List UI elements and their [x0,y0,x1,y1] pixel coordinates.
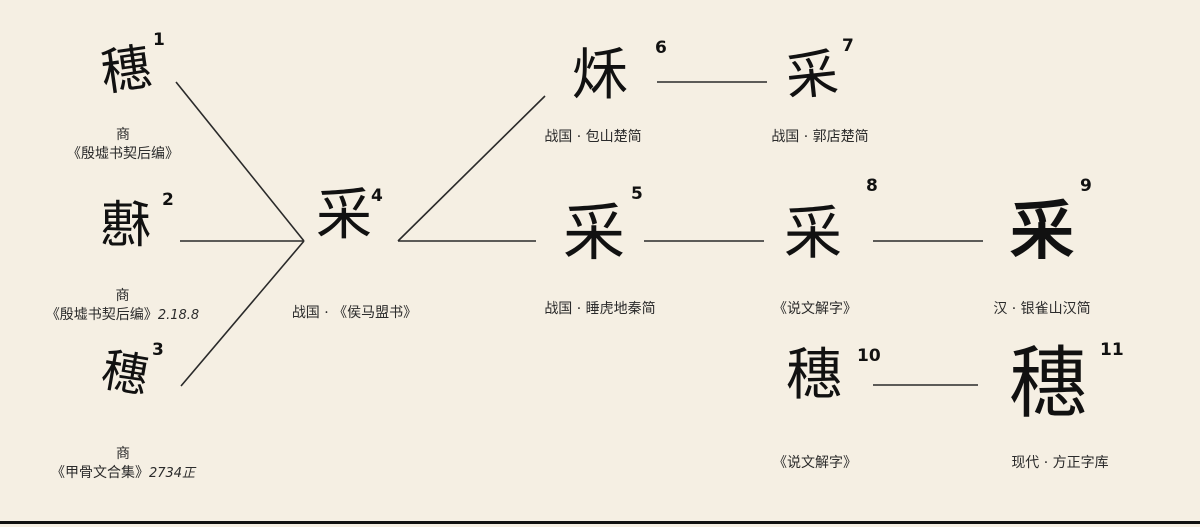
caption-3-source: 《甲骨文合集》2734正 [28,464,218,483]
edge-3-4 [180,240,305,387]
caption-3-period: 商 [116,446,130,462]
glyph-2: 穗 [101,196,151,254]
caption-2-source: 《殷墟书契后编》2.18.8 [20,306,225,325]
caption-3-source-title: 《甲骨文合集》 [50,465,149,481]
node-number-11: 11 [1100,340,1124,360]
caption-1-source-title: 《殷墟书契后编》 [67,146,179,162]
node-number-7: 7 [842,36,854,56]
glyph-9: 采 [1010,194,1074,269]
glyph-11: 穗 [1008,339,1087,429]
node-number-5: 5 [631,184,643,204]
node-number-2: 2 [162,190,174,210]
caption-2-source-title: 《殷墟书契后编》 [45,307,158,323]
caption-10: 《说文解字》 [773,455,857,471]
caption-3-ref: 2734正 [148,466,196,481]
caption-1-source: 《殷墟书契后编》 [38,145,208,164]
glyph-3: 穗 [97,342,153,404]
node-number-6: 6 [655,38,667,58]
node-number-1: 1 [153,30,165,50]
node-number-8: 8 [866,176,878,196]
caption-3: 商 《甲骨文合集》2734正 [28,445,218,483]
node-number-3: 3 [152,340,164,360]
caption-1: 商 《殷墟书契后编》 [38,126,208,164]
caption-2-ref: 2.18.8 [157,308,200,323]
caption-2-period: 商 [115,288,130,304]
caption-5: 战国 · 睡虎地秦简 [544,301,656,317]
caption-9: 汉 · 银雀山汉简 [993,301,1091,317]
caption-8: 《说文解字》 [773,301,857,317]
edge-4-6 [397,95,546,242]
caption-1-period: 商 [116,127,130,143]
caption-2: 商 《殷墟书契后编》2.18.8 [20,287,225,325]
glyph-1: 穗 [97,37,155,103]
glyph-8: 采 [784,199,843,267]
glyph-4: 采 [316,183,372,248]
caption-6: 战国 · 包山楚简 [544,129,642,145]
caption-7: 战国 · 郭店楚简 [771,129,869,145]
node-number-10: 10 [857,346,881,366]
glyph-5: 采 [562,196,625,269]
glyph-7: 采 [782,43,841,109]
caption-11: 现代 · 方正字库 [1011,455,1109,471]
caption-4: 战国 · 《侯马盟书》 [291,305,418,321]
edge-1-4 [175,81,305,242]
node-number-9: 9 [1080,176,1092,196]
glyph-10: 穗 [786,343,842,408]
node-number-4: 4 [371,186,383,206]
glyph-6: 秌 [572,43,628,108]
bottom-border-line [0,521,1200,524]
